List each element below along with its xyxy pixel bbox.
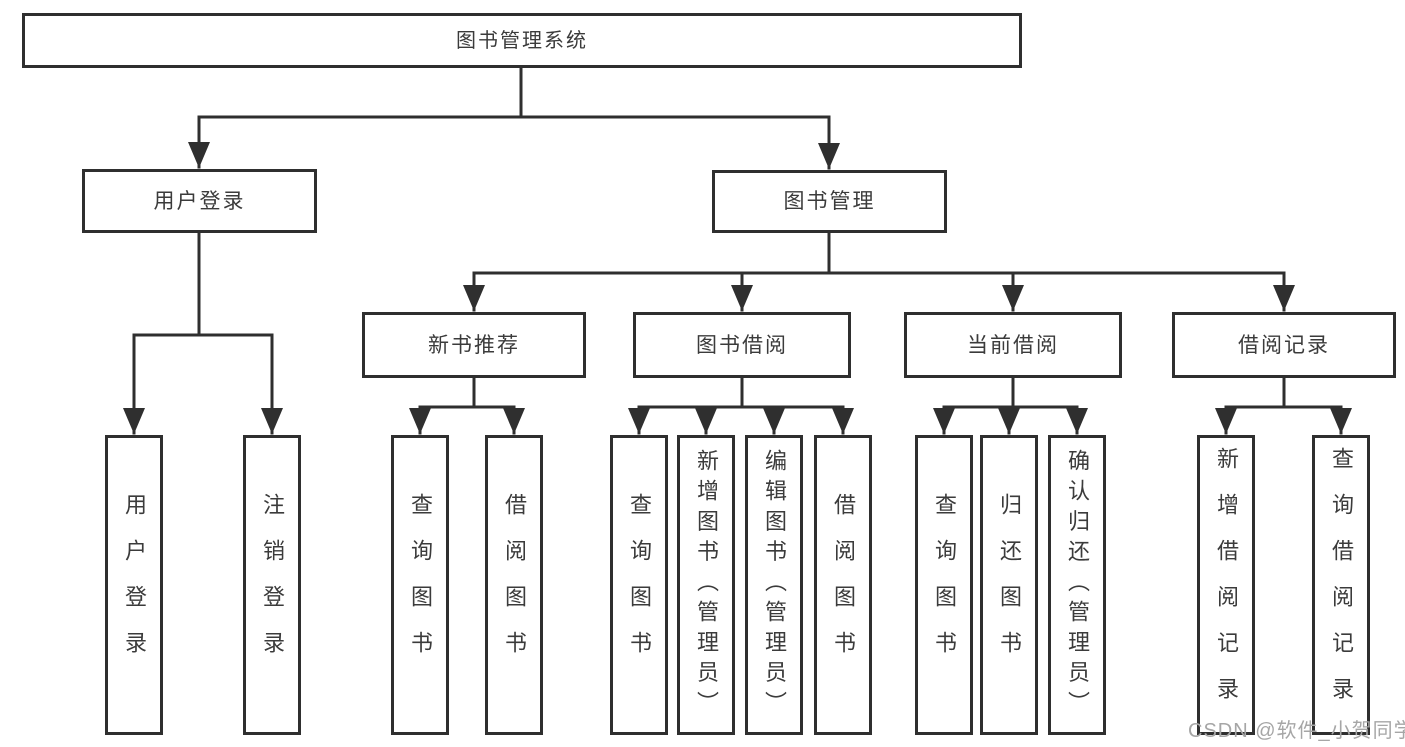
connector-borrow-trunk: [637, 376, 845, 409]
leaf-logout: 注销登录: [243, 435, 301, 735]
node-book-borrow: 图书借阅: [633, 312, 851, 378]
node-book-management: 图书管理: [712, 170, 947, 233]
leaf-query-books-recommend: 查询图书: [391, 435, 449, 735]
connector-newrec-trunk: [418, 376, 516, 409]
connector-current-trunk: [942, 376, 1079, 409]
leaf-add-borrow-record: 新增借阅记录: [1197, 435, 1255, 735]
csdn-watermark: CSDN @软件_小贺同学: [1188, 720, 1405, 742]
leaf-borrow-books: 借阅图书: [814, 435, 872, 735]
connector-userlogin-trunk: [132, 231, 274, 337]
node-current-borrow: 当前借阅: [904, 312, 1122, 378]
leaf-edit-books-admin: 编辑图书（管理员）: [745, 435, 803, 735]
connector-root-trunk: [197, 66, 831, 119]
leaf-return-books: 归还图书: [980, 435, 1038, 735]
node-system-root: 图书管理系统: [22, 13, 1022, 68]
leaf-query-books-current: 查询图书: [915, 435, 973, 735]
leaf-borrow-books-recommend: 借阅图书: [485, 435, 543, 735]
node-borrow-records: 借阅记录: [1172, 312, 1396, 378]
node-new-book-recommend: 新书推荐: [362, 312, 586, 378]
connector-records-trunk: [1224, 376, 1343, 409]
leaf-query-books-borrow: 查询图书: [610, 435, 668, 735]
leaf-query-borrow-record: 查询借阅记录: [1312, 435, 1370, 735]
connector-bookmgmt-trunk: [472, 231, 1286, 275]
leaf-confirm-return-admin: 确认归还（管理员）: [1048, 435, 1106, 735]
node-user-login: 用户登录: [82, 169, 317, 233]
leaf-add-books-admin: 新增图书（管理员）: [677, 435, 735, 735]
leaf-user-login: 用户登录: [105, 435, 163, 735]
